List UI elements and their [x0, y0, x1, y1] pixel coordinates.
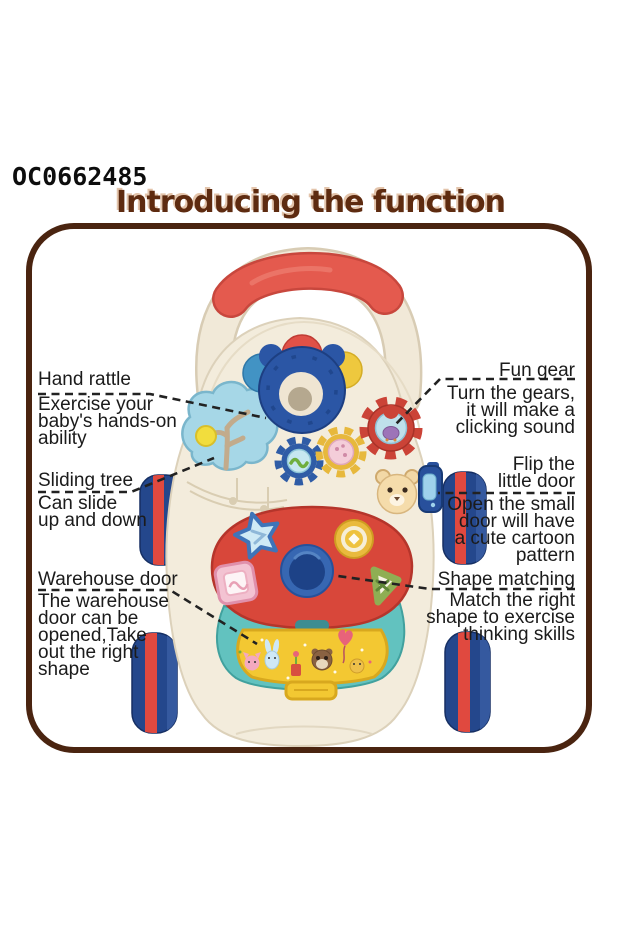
connector-sliding-tree	[38, 456, 215, 494]
callout-flip-door-title: Flip the little door	[497, 454, 575, 492]
rings-button	[334, 519, 374, 559]
callout-fun-gear-title: Fun gear	[498, 360, 575, 381]
page-title: Introducing the function	[115, 185, 506, 220]
heart-balloon	[338, 629, 353, 646]
callout-flip-door-desc: Open the small door will have a cute car…	[447, 494, 575, 566]
tree-slider-ball	[195, 425, 217, 447]
hedgehog	[382, 426, 400, 440]
gear-yellow	[315, 426, 367, 478]
shape-matching-panel	[210, 505, 414, 630]
callout-shape-matching-title: Shape matching	[437, 569, 575, 590]
music-doodles	[186, 478, 288, 513]
door-notch	[295, 620, 329, 631]
front-left-wheel	[131, 632, 178, 734]
rear-right-wheel	[442, 471, 487, 565]
gear-blue	[274, 436, 324, 486]
cup	[291, 664, 301, 676]
product-code: OC0662485	[12, 162, 148, 191]
connector-fun-gear	[393, 377, 575, 427]
star-button	[233, 511, 280, 560]
flower	[293, 651, 299, 657]
tiger	[349, 658, 365, 674]
flip-little-door-bear	[375, 462, 443, 515]
callout-hand-rattle-title: Hand rattle	[38, 369, 131, 390]
product-frame	[26, 223, 592, 753]
callout-fun-gear-desc: Turn the gears, it will make a clicking …	[446, 383, 575, 438]
callout-shape-matching-desc: Match the right shape to exercise thinki…	[426, 590, 575, 645]
callout-sliding-tree-desc: Can slide up and down	[38, 493, 147, 531]
callout-warehouse-door-title: Warehouse door	[38, 569, 178, 590]
callout-sliding-tree-title: Sliding tree	[38, 470, 134, 491]
connector-hand-rattle	[38, 392, 267, 420]
fun-gears	[274, 396, 423, 486]
connector-shape-matching	[337, 574, 575, 591]
square-button	[213, 560, 259, 606]
cartoon-animals	[238, 629, 372, 680]
callout-hand-rattle-desc: Exercise your baby's hands-on ability	[38, 394, 177, 449]
callout-connectors	[38, 377, 575, 646]
warehouse-door	[236, 620, 389, 701]
connector-warehouse-door	[38, 588, 258, 646]
cat	[244, 655, 260, 671]
front-right-wheel	[444, 631, 491, 733]
caterpillar	[289, 457, 309, 469]
hand-rattle-bear-ring	[242, 334, 363, 434]
center-knob	[280, 544, 334, 598]
sliding-tree	[181, 380, 279, 471]
triangle-button	[370, 566, 402, 606]
handle-grip	[214, 254, 402, 316]
bunny	[264, 650, 280, 670]
callout-warehouse-door-desc: The warehouse door can be opened,Take ou…	[38, 591, 169, 680]
push-handle	[195, 246, 423, 417]
